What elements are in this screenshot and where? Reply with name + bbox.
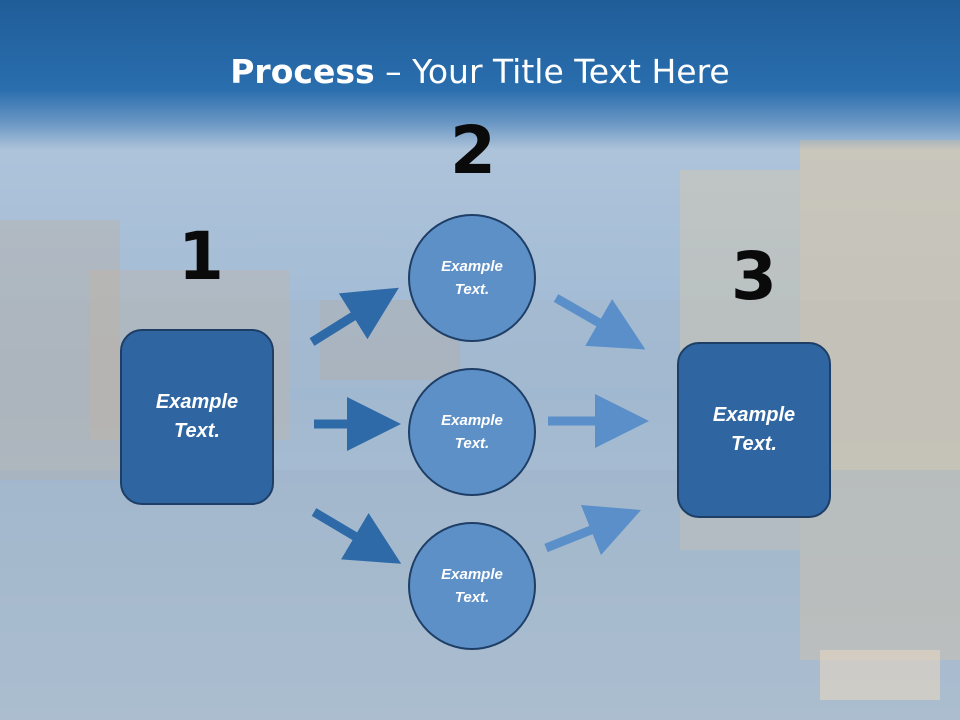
step-number-2: 2	[450, 112, 496, 189]
title-bold: Process	[230, 52, 375, 91]
circle-top-text: Example Text.	[441, 258, 503, 298]
title-bar	[0, 0, 960, 150]
step-number-1: 1	[178, 218, 224, 295]
title-rest: – Your Title Text Here	[374, 52, 730, 91]
step-1-text: Example Text.	[155, 391, 239, 442]
circle-bottom[interactable]: Example Text.	[408, 522, 536, 650]
circle-top[interactable]: Example Text.	[408, 214, 536, 342]
step-number-3: 3	[731, 238, 777, 315]
step-3-box[interactable]: Example Text.	[677, 342, 831, 518]
circle-middle-text: Example Text.	[441, 412, 503, 452]
page-title: Process – Your Title Text Here	[0, 52, 960, 91]
circle-bottom-text: Example Text.	[441, 566, 503, 606]
step-1-box[interactable]: Example Text.	[120, 329, 274, 505]
step-3-text: Example Text.	[712, 404, 796, 455]
circle-middle[interactable]: Example Text.	[408, 368, 536, 496]
